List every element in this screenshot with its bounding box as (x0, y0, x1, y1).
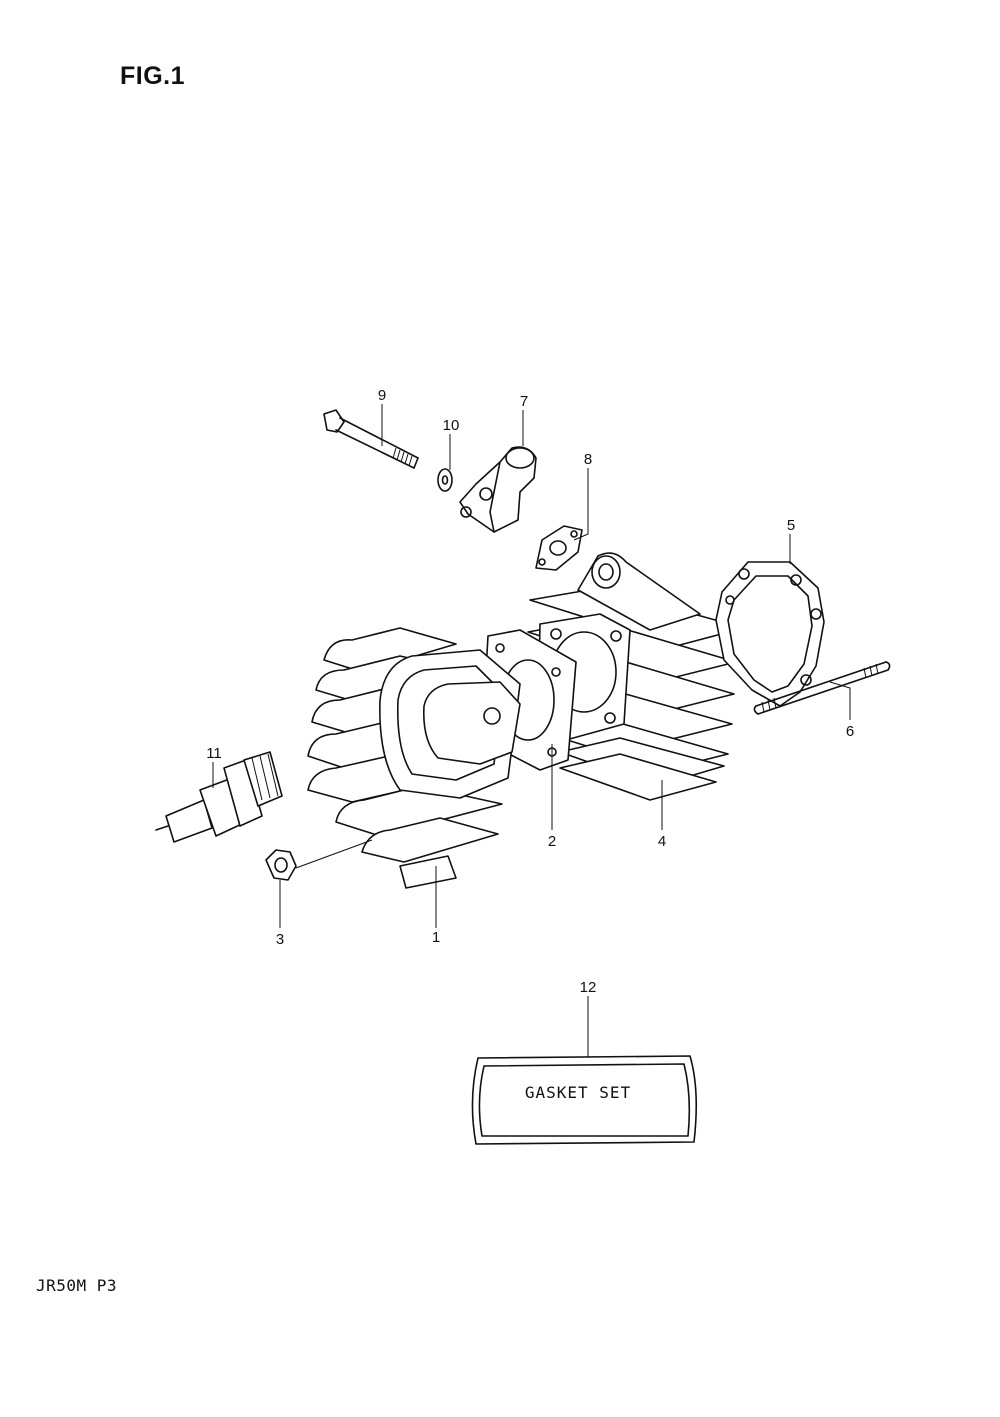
part-7-intake-elbow (459, 446, 537, 533)
callout-5: 5 (787, 517, 795, 534)
callout-10: 10 (443, 417, 460, 434)
part-9-bolt (323, 409, 419, 469)
callout-6: 6 (846, 723, 854, 740)
part-8-intake-gasket (535, 525, 583, 571)
callout-2: 2 (548, 833, 556, 850)
part-10-washer (437, 468, 453, 492)
callout-7: 7 (520, 393, 528, 410)
part-3-nut (265, 849, 297, 881)
callout-labels: 1 2 3 4 5 6 7 8 9 10 11 12 (206, 387, 854, 996)
callout-3: 3 (276, 931, 284, 948)
callout-1: 1 (432, 929, 440, 946)
part-4-cylinder (521, 552, 745, 801)
callout-11: 11 (206, 745, 222, 762)
callout-12: 12 (580, 979, 597, 996)
footer-model-code: JR50M P3 (36, 1276, 118, 1295)
part-5-head-gasket (715, 561, 825, 707)
part-6-stud-bolt (753, 661, 891, 715)
part-11-spark-plug (155, 751, 283, 843)
part-12-gasket-set: GASKET SET (471, 1055, 698, 1145)
gasket-set-label: GASKET SET (525, 1083, 631, 1102)
leader-lines (212, 404, 851, 1058)
callout-8: 8 (584, 451, 592, 468)
part-1-cylinder-head (307, 627, 521, 889)
callout-4: 4 (658, 833, 666, 850)
callout-9: 9 (378, 387, 386, 404)
figure-title: FIG.1 (120, 62, 186, 90)
